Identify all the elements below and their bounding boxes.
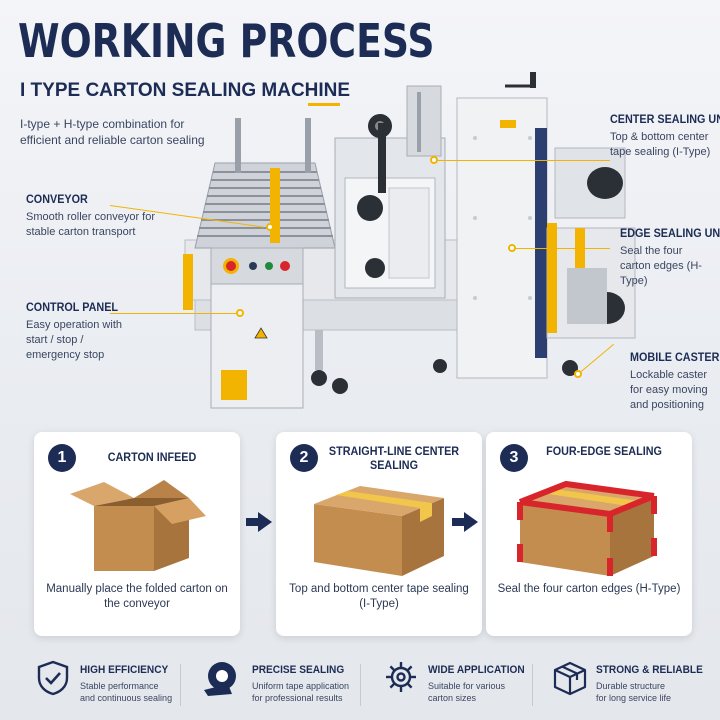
callout-title: CONVEYOR <box>26 192 88 206</box>
step-title: STRAIGHT-LINE CENTER SEALING <box>328 444 460 472</box>
step-title: FOUR-EDGE SEALING <box>546 444 662 458</box>
divider <box>532 664 533 706</box>
four-edge-taped-carton-icon <box>517 480 657 576</box>
feature-title: PRECISE SEALING <box>252 664 345 676</box>
callout-title: MOBILE CASTER <box>630 350 720 364</box>
callout-desc: Smooth roller conveyor for stable carton… <box>26 211 155 238</box>
intro-text: I-type + H-type combination for efficien… <box>20 117 205 147</box>
page-subtitle: I TYPE CARTON SEALING MACHINE <box>20 80 351 101</box>
arrow-right-icon <box>246 512 272 532</box>
callout-title: EDGE SEALING UNIT <box>620 226 720 240</box>
box-icon <box>553 661 587 696</box>
callout-edge-sealing-unit: EDGE SEALING UNIT Seal the four carton e… <box>620 226 720 289</box>
center-sealing-marker <box>430 156 438 164</box>
step-card-center-sealing: 2 STRAIGHT-LINE CENTER SEALING Top and b… <box>276 432 482 636</box>
callout-desc: Top & bottom center tape sealing (I-Type… <box>610 131 711 158</box>
shield-check-icon <box>37 660 69 696</box>
step-desc: Manually place the folded carton on the … <box>46 583 228 610</box>
callout-title: CENTER SEALING UNIT <box>610 112 720 126</box>
callout-title: CONTROL PANEL <box>26 300 119 314</box>
callout-conveyor: CONVEYOR Smooth roller conveyor for stab… <box>26 192 176 240</box>
control-panel-marker <box>236 309 244 317</box>
callout-mobile-caster: MOBILE CASTER Lockable caster for easy m… <box>630 350 720 413</box>
callout-desc: Seal the four carton edges (H-Type) <box>620 245 702 287</box>
divider <box>360 664 361 706</box>
subtitle-accent-line <box>308 103 340 106</box>
mobile-caster-marker <box>574 370 582 378</box>
gear-icon <box>386 662 416 692</box>
step-card-four-edge-sealing: 3 FOUR-EDGE SEALING Seal the four carton… <box>486 432 692 636</box>
step-title: CARTON INFEED <box>107 450 197 464</box>
tape-roll-icon <box>204 662 236 696</box>
open-carton-icon <box>70 480 206 571</box>
control-panel-leader-line <box>110 313 236 314</box>
callout-desc: Lockable caster for easy moving and posi… <box>630 369 708 411</box>
center-sealing-leader-line <box>436 160 610 161</box>
step-card-carton-infeed: 1 CARTON INFEED Manually place the folde… <box>34 432 240 636</box>
step-desc: Top and bottom center tape sealing (I-Ty… <box>289 583 469 610</box>
divider <box>180 664 181 706</box>
step-desc: Seal the four carton edges (H-Type) <box>497 583 681 595</box>
feature-title: WIDE APPLICATION <box>428 664 525 676</box>
edge-sealing-leader-line <box>516 248 610 249</box>
feature-title: HIGH EFFICIENCY <box>80 664 169 676</box>
arrow-right-icon <box>452 512 478 532</box>
callout-desc: Easy operation with start / stop / emerg… <box>26 319 122 361</box>
callout-control-panel: CONTROL PANEL Easy operation with start … <box>26 300 126 363</box>
conveyor-marker <box>266 223 274 231</box>
step-number: 1 <box>48 444 76 472</box>
page-title: WORKING PROCESS <box>18 14 435 68</box>
edge-sealing-marker <box>508 244 516 252</box>
feature-title: STRONG & RELIABLE <box>596 664 703 676</box>
step-number: 3 <box>500 444 528 472</box>
callout-center-sealing-unit: CENTER SEALING UNIT Top & bottom center … <box>610 112 720 160</box>
center-taped-carton-icon <box>314 486 444 576</box>
step-number: 2 <box>290 444 318 472</box>
feature-precise-sealing: PRECISE SEALING Uniform tape application… <box>202 654 362 714</box>
